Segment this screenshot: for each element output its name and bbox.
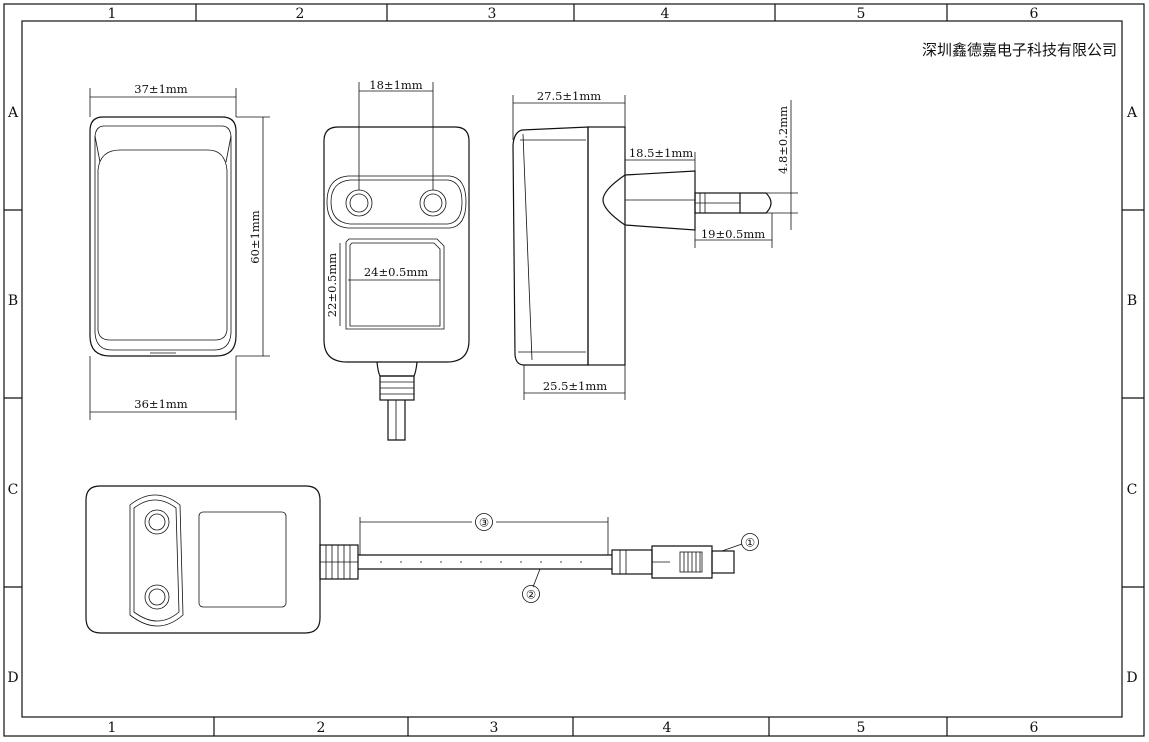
grid-row-label: C — [1127, 482, 1138, 498]
dim-front-height: 60±1mm — [248, 210, 262, 263]
grid-col-label: 5 — [857, 720, 866, 736]
grid-col-label: 6 — [1030, 6, 1039, 22]
dim-label-height: 22±0.5mm — [325, 253, 339, 317]
grid-col-label: 1 — [108, 6, 117, 22]
dim-front-width-bottom: 36±1mm — [134, 397, 187, 411]
assembly-view: ③ ② ① — [85, 485, 759, 634]
grid-column-labels-bottom: 1 2 3 4 5 6 — [108, 720, 1039, 736]
drawing-frame — [3, 3, 1145, 737]
dim-pin-length: 18.5±1mm — [629, 146, 693, 160]
grid-col-label: 4 — [661, 6, 670, 22]
grid-row-label: D — [1126, 670, 1137, 686]
back-view: 37±1mm 36±1mm 60±1mm — [89, 82, 270, 420]
callout-circle — [522, 585, 540, 603]
grid-row-labels-right: A B C D — [1126, 105, 1138, 686]
grid-row-label: D — [7, 670, 18, 686]
grid-column-labels-top: 1 2 3 4 5 6 — [108, 6, 1039, 22]
grid-col-label: 5 — [857, 6, 866, 22]
callout-cable-length: ③ — [479, 516, 489, 530]
grid-row-labels-left: A B C D — [7, 105, 19, 686]
grid-row-label: B — [1127, 293, 1137, 309]
grid-row-label: B — [8, 293, 18, 309]
callout-circle — [475, 513, 493, 531]
grid-col-label: 6 — [1030, 720, 1039, 736]
dim-label-width: 24±0.5mm — [364, 265, 428, 279]
company-name: 深圳鑫德嘉电子科技有限公司 — [922, 41, 1117, 59]
grid-col-label: 2 — [296, 6, 305, 22]
grid-col-label: 1 — [108, 720, 117, 736]
grid-col-label: 4 — [663, 720, 672, 736]
grid-row-label: A — [1126, 105, 1138, 121]
dim-pin-diameter: 4.8±0.2mm — [776, 106, 790, 174]
dim-front-width-top: 37±1mm — [134, 82, 187, 96]
callout-cable: ② — [526, 588, 536, 602]
side-view: 27.5±1mm 25.5±1mm 18.5±1mm 19±0.5mm 4.8±… — [512, 89, 798, 400]
callout-circle — [741, 533, 759, 551]
dim-pin-spacing: 18±1mm — [369, 78, 422, 92]
grid-row-label: A — [7, 105, 19, 121]
dim-side-depth-bottom: 25.5±1mm — [543, 379, 607, 393]
grid-col-label: 2 — [317, 720, 326, 736]
grid-col-label: 3 — [488, 6, 497, 22]
grid-col-label: 3 — [490, 720, 499, 736]
dim-side-depth-top: 27.5±1mm — [537, 89, 601, 103]
callout-connector: ① — [745, 536, 755, 550]
dim-pin-tip-length: 19±0.5mm — [701, 227, 765, 241]
front-view: 18±1mm 24±0.5mm 22±0.5mm — [323, 78, 470, 441]
grid-row-label: C — [8, 482, 19, 498]
